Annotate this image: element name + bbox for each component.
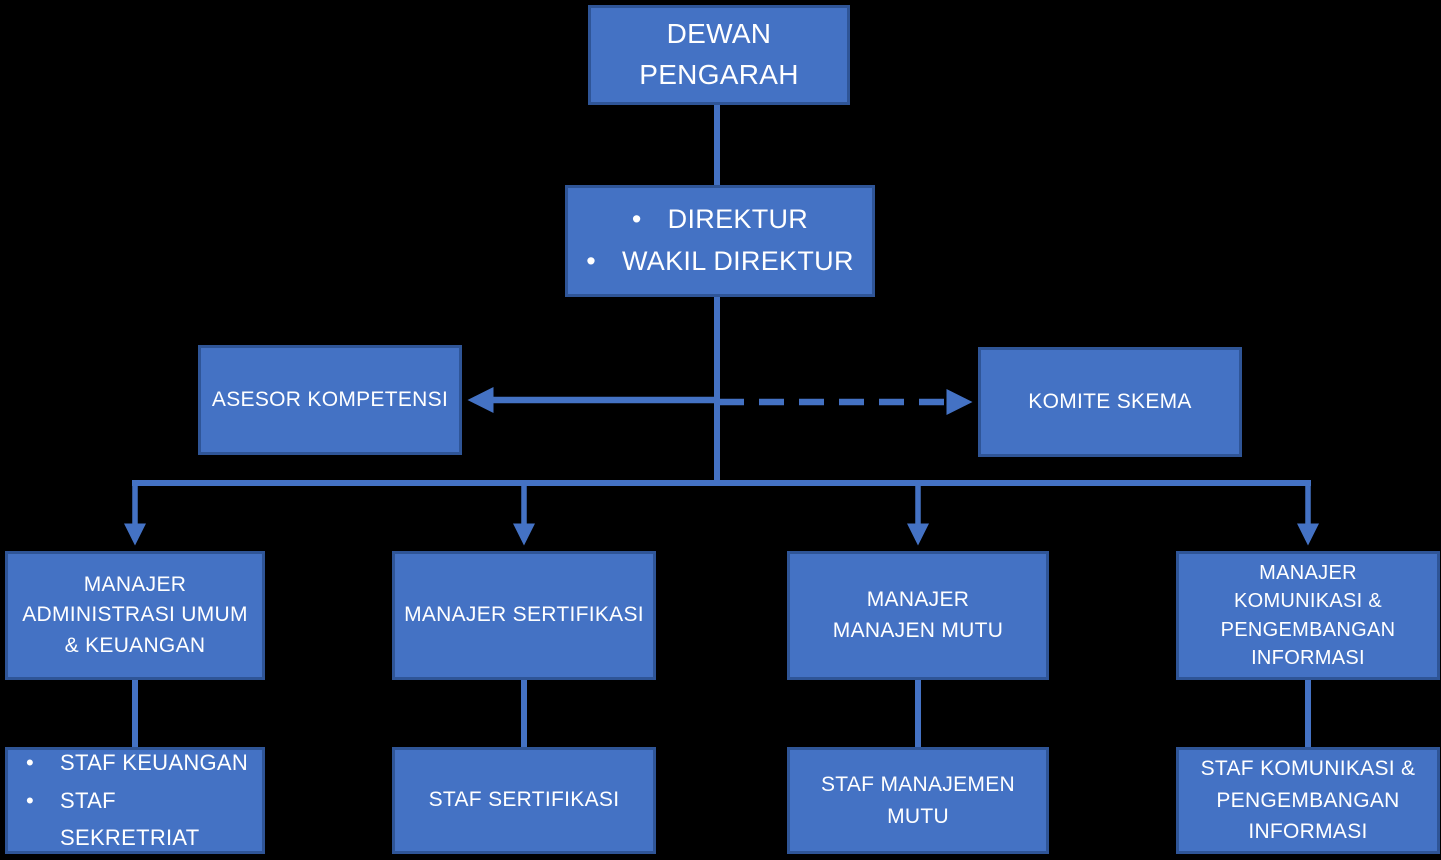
node-manajer-sertifikasi: MANAJER SERTIFIKASI (392, 551, 656, 680)
node-komite-skema: KOMITE SKEMA (978, 347, 1242, 457)
list-item-label: DIREKTUR (667, 204, 809, 235)
node-staf-keuangan-sekretriat: • STAF KEUANGAN • STAF SEKRETRIAT (5, 747, 265, 854)
list-item-label: WAKIL DIREKTUR (622, 246, 854, 276)
list-item: • STAF KEUANGAN (26, 744, 256, 781)
bullet-icon: • (631, 204, 642, 235)
bullet-icon: • (26, 750, 35, 776)
list-item-label: STAF SEKRETRIAT (60, 787, 200, 851)
node-direktur-wakil-direktur: • DIREKTUR • WAKIL DIREKTUR (565, 185, 875, 297)
list-item: • STAF SEKRETRIAT (26, 782, 256, 857)
node-asesor-kompetensi: ASESOR KOMPETENSI (198, 345, 462, 455)
list-item-label: STAF KEUANGAN (60, 750, 249, 776)
bullet-icon: • (586, 246, 597, 276)
list-item: • DIREKTUR (632, 199, 808, 241)
node-staf-sertifikasi: STAF SERTIFIKASI (392, 747, 656, 854)
list-item: • WAKIL DIREKTUR (586, 241, 854, 283)
bullet-icon: • (26, 787, 35, 813)
